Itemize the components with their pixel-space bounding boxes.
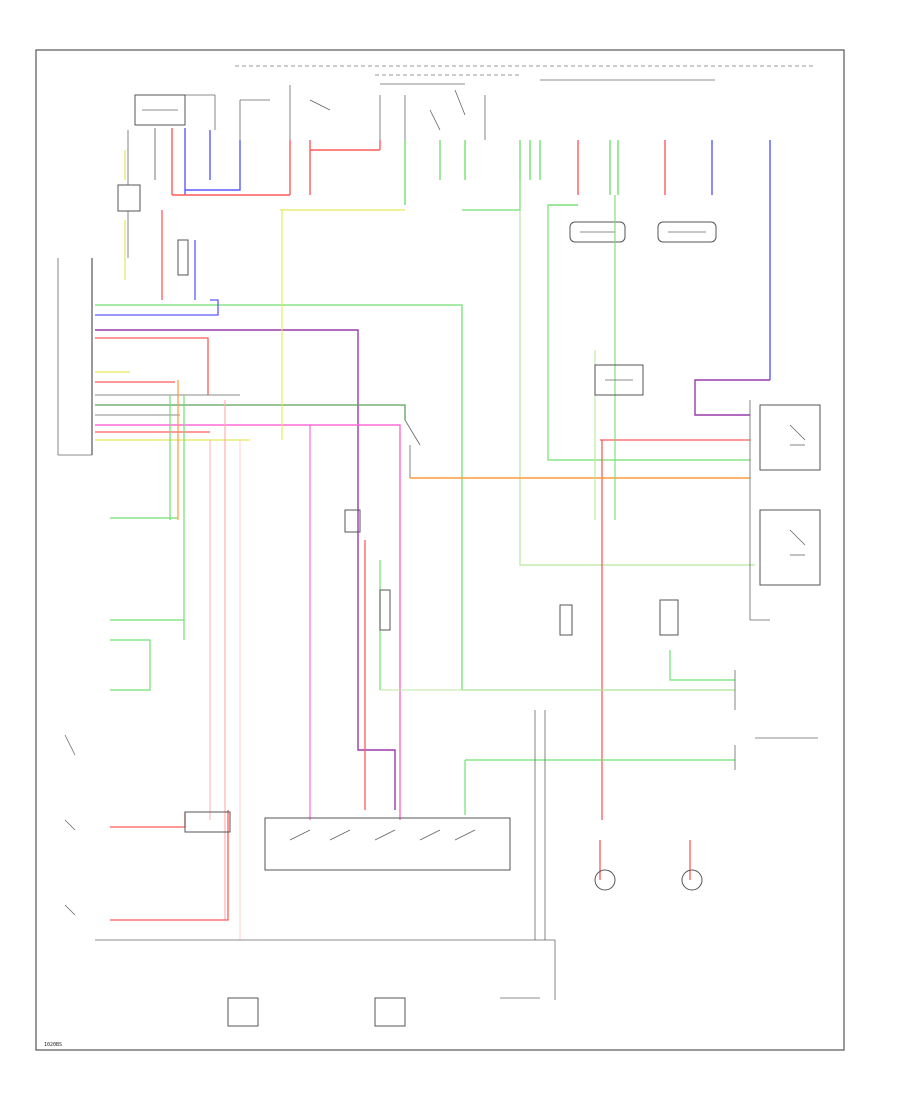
junction-block-left (134, 94, 216, 130)
right-vertical-wires (380, 195, 770, 880)
ground-lines (95, 710, 556, 1000)
relay-right-bottom (759, 509, 821, 586)
lamp-right (657, 221, 717, 243)
left-connector (57, 258, 93, 456)
switch-mid-right (594, 364, 644, 396)
top-horizontal-wires (172, 149, 578, 211)
connector-right-lower (734, 670, 818, 770)
bottom-switch-panel (264, 817, 511, 871)
mid-wires (95, 210, 735, 820)
component-center-small (344, 509, 391, 631)
relay-bottom-left (227, 997, 259, 1027)
relay-right-top (759, 404, 821, 471)
top-wires (154, 128, 771, 380)
relay-left-top (117, 130, 141, 280)
diagram-border (35, 49, 845, 1051)
left-vertical-wires (161, 210, 381, 940)
component-center-right (559, 604, 573, 636)
lamp-left (569, 221, 626, 243)
diagram-code: 1020BS (44, 1042, 62, 1048)
relay-bottom-center (374, 997, 406, 1027)
top-power-bus (235, 65, 815, 85)
sensor-right (659, 599, 679, 636)
left-bottom-switches (64, 517, 231, 921)
right-bracket (749, 400, 770, 621)
resistor-left (177, 239, 189, 276)
lamp-bottom-left (594, 869, 616, 891)
relay-top-1 (239, 85, 486, 140)
switch-center (404, 419, 421, 478)
lamp-bottom-right (681, 869, 703, 891)
